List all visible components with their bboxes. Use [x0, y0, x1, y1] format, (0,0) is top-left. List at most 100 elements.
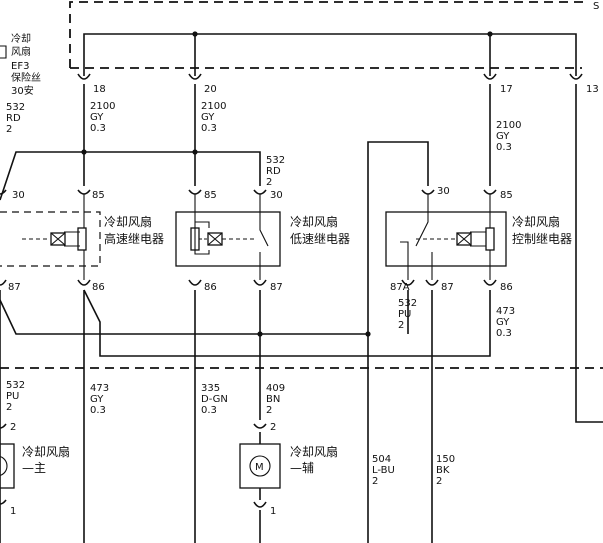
motor-main — [0, 423, 15, 505]
motor-aux-name-2: —辅 — [290, 461, 314, 475]
wire-label-left-bottom: 532 PU 2 — [6, 380, 25, 413]
svg-text:RD: RD — [6, 113, 21, 124]
wire-label-335: 335 D-GN 0.3 — [201, 383, 228, 416]
relay2-pin-85: 85 — [204, 190, 217, 201]
svg-text:2: 2 — [6, 402, 12, 413]
fuse-label-2: 风扇 — [11, 45, 31, 58]
wire-label-relay3-86: 473 GY 0.3 — [496, 306, 515, 339]
svg-text:GY: GY — [201, 112, 215, 123]
svg-text:0.3: 0.3 — [90, 405, 106, 416]
relay3-pin-30: 30 — [437, 186, 450, 197]
svg-text:BN: BN — [266, 394, 280, 405]
wire-relay3-30 — [0, 141, 429, 335]
svg-text:2100: 2100 — [201, 101, 226, 112]
fuse-label-3: EF3 — [11, 61, 29, 72]
fuse-label-4: 保险丝 — [11, 71, 41, 84]
svg-text:0.3: 0.3 — [496, 142, 512, 153]
fuse-pin-17: 17 — [500, 84, 513, 95]
relay1-pin-86: 86 — [92, 282, 105, 293]
svg-text:PU: PU — [6, 391, 19, 402]
svg-text:2100: 2100 — [90, 101, 115, 112]
relay3-pin-87a: 87A — [390, 282, 410, 293]
motor-aux-pin-top: 2 — [270, 422, 276, 433]
svg-text:532: 532 — [6, 380, 25, 391]
svg-text:L-BU: L-BU — [372, 465, 395, 476]
relay1-name-1: 冷却风扇 — [104, 214, 152, 229]
fuse-block-outline — [69, 1, 588, 69]
fuse-pin-13: 13 — [586, 84, 599, 95]
svg-text:BK: BK — [436, 465, 450, 476]
relay1-pin-30: 30 — [12, 190, 25, 201]
svg-text:532: 532 — [6, 102, 25, 113]
wire-13 — [575, 84, 603, 423]
relay1-name-2: 高速继电器 — [104, 231, 164, 246]
relay3-name-2: 控制继电器 — [512, 232, 572, 246]
fuse-label-1: 冷却 — [11, 32, 31, 45]
wire-label-18: 2100 GY 0.3 — [90, 101, 115, 134]
motor-aux — [239, 423, 281, 543]
wire-label-150: 150 BK 2 — [436, 454, 455, 487]
svg-text:RD: RD — [266, 166, 281, 177]
relay3-name-1: 冷却风扇 — [512, 214, 560, 229]
svg-text:PU: PU — [398, 309, 411, 320]
fuse-bus — [83, 31, 577, 76]
wire-label-relay2-30: 532 RD 2 — [266, 155, 285, 188]
motor-main-pin-bottom: 1 — [10, 506, 16, 517]
svg-text:GY: GY — [496, 131, 510, 142]
svg-text:473: 473 — [90, 383, 109, 394]
svg-text:2: 2 — [436, 476, 442, 487]
relay-low-speed — [175, 189, 281, 286]
wire-label-left-top: 532 RD 2 — [6, 102, 25, 135]
svg-text:504: 504 — [372, 454, 391, 465]
fuse-label-5: 30安 — [11, 84, 34, 97]
relay3-pin-86: 86 — [500, 282, 513, 293]
fuse-connectors — [77, 73, 583, 80]
relay1-pin-85: 85 — [92, 190, 105, 201]
relay2-name-1: 冷却风扇 — [290, 214, 338, 229]
relay1-pin-87: 87 — [8, 282, 21, 293]
corner-label: S — [593, 1, 599, 12]
wire-label-409: 409 BN 2 — [266, 383, 285, 416]
svg-text:0.3: 0.3 — [496, 328, 512, 339]
relay2-name-2: 低速继电器 — [290, 232, 350, 246]
svg-text:409: 409 — [266, 383, 285, 394]
svg-text:532: 532 — [266, 155, 285, 166]
svg-text:0.3: 0.3 — [201, 405, 217, 416]
motor-main-name-1: 冷却风扇 — [22, 444, 70, 459]
svg-text:GY: GY — [496, 317, 510, 328]
svg-text:2: 2 — [398, 320, 404, 331]
svg-text:GY: GY — [90, 394, 104, 405]
svg-text:GY: GY — [90, 112, 104, 123]
svg-text:0.3: 0.3 — [90, 123, 106, 134]
motor-aux-pin-bottom: 1 — [270, 506, 276, 517]
svg-text:2: 2 — [6, 124, 12, 135]
relay-control — [385, 189, 507, 286]
svg-text:0.3: 0.3 — [201, 123, 217, 134]
wire-label-20: 2100 GY 0.3 — [201, 101, 226, 134]
wire-label-473: 473 GY 0.3 — [90, 383, 109, 416]
fuse-pin-18: 18 — [93, 84, 106, 95]
wire-bus-30 — [0, 151, 261, 201]
motor-aux-symbol: M — [255, 462, 264, 473]
motor-aux-name-1: 冷却风扇 — [290, 444, 338, 459]
svg-text:2: 2 — [266, 177, 272, 188]
fuse-pin-20: 20 — [204, 84, 217, 95]
relay2-pin-86: 86 — [204, 282, 217, 293]
fuse-ef3: 冷却 风扇 EF3 保险丝 30安 — [0, 32, 41, 97]
wire-label-504: 504 L-BU 2 — [372, 454, 395, 487]
motor-main-name-2: —主 — [22, 461, 46, 475]
svg-text:473: 473 — [496, 306, 515, 317]
wire-relay1-86 — [83, 289, 491, 357]
wire-label-17: 2100 GY 0.3 — [496, 120, 521, 153]
svg-text:2100: 2100 — [496, 120, 521, 131]
svg-text:D-GN: D-GN — [201, 394, 228, 405]
relay3-pin-87: 87 — [441, 282, 454, 293]
motor-main-pin-top: 2 — [10, 422, 16, 433]
relay-high-speed — [0, 189, 101, 286]
relay2-pin-30: 30 — [270, 190, 283, 201]
svg-text:2: 2 — [266, 405, 272, 416]
svg-text:2: 2 — [372, 476, 378, 487]
svg-text:335: 335 — [201, 383, 220, 394]
svg-text:150: 150 — [436, 454, 455, 465]
